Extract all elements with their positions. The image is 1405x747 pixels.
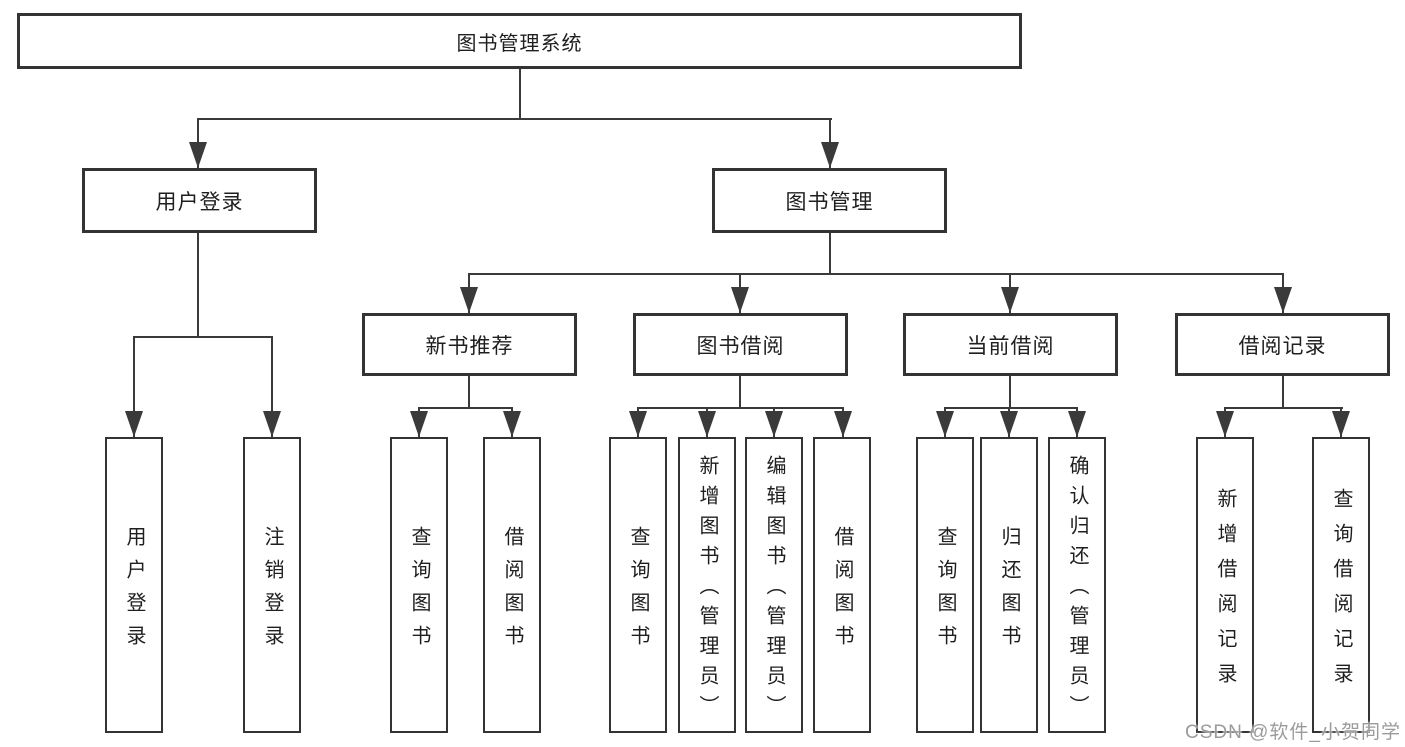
connector-line [739,376,741,408]
arrowhead-icon [410,411,428,437]
arrowhead-icon [1216,411,1234,437]
leaf-query-book-borrow: 查询图书 [609,437,667,733]
connector-line [1009,376,1011,408]
arrowhead-icon [125,411,143,437]
connector-line [519,69,521,119]
connector-line [271,336,273,437]
arrowhead-icon [1332,411,1350,437]
leaf-edit-book-admin: 编辑图书（管理员） [745,437,803,733]
arrowhead-icon [936,411,954,437]
arrowhead-icon [1001,287,1019,313]
leaf-confirm-return-admin: 确认归还（管理员） [1048,437,1106,733]
leaf-query-book-current: 查询图书 [916,437,974,733]
leaf-label: 查询图书 [408,525,430,658]
connector-line [944,407,1078,409]
leaf-logout: 注销登录 [243,437,301,733]
node-book-borrow: 图书借阅 [633,313,848,376]
arrowhead-icon [629,411,647,437]
leaf-user-login: 用户登录 [105,437,163,733]
arrowhead-icon [1274,287,1292,313]
connector-line [468,273,1284,275]
arrowhead-icon [460,287,478,313]
arrowhead-icon [263,411,281,437]
node-new-book-recommend: 新书推荐 [362,313,577,376]
node-label: 图书管理 [785,190,874,214]
node-label: 图书管理系统 [456,32,583,55]
node-user-login: 用户登录 [82,168,317,233]
arrowhead-icon [821,142,839,168]
leaf-add-borrow-record: 新增借阅记录 [1196,437,1254,733]
leaf-add-book-admin: 新增图书（管理员） [678,437,736,733]
leaf-label: 注销登录 [261,525,283,658]
leaf-label: 编辑图书（管理员） [763,455,785,725]
arrowhead-icon [503,411,521,437]
leaf-label: 新增借阅记录 [1214,487,1236,698]
node-borrow-record: 借阅记录 [1175,313,1390,376]
arrowhead-icon [1000,411,1018,437]
node-book-management: 图书管理 [712,168,947,233]
leaf-query-borrow-record: 查询借阅记录 [1312,437,1370,733]
connector-line [468,376,470,408]
arrowhead-icon [189,142,207,168]
leaf-borrow-book-recommend: 借阅图书 [483,437,541,733]
node-label: 借阅记录 [1238,334,1327,358]
connector-line [1282,376,1284,408]
leaf-borrow-book: 借阅图书 [813,437,871,733]
leaf-label: 查询图书 [934,525,956,658]
leaf-label: 新增图书（管理员） [696,455,718,725]
node-current-borrow: 当前借阅 [903,313,1118,376]
connector-line [1224,407,1343,409]
leaf-label: 查询图书 [627,525,649,658]
leaf-return-book: 归还图书 [980,437,1038,733]
leaf-query-book-recommend: 查询图书 [390,437,448,733]
leaf-label: 查询借阅记录 [1330,487,1352,698]
leaf-label: 确认归还（管理员） [1066,455,1088,725]
arrowhead-icon [765,411,783,437]
leaf-label: 归还图书 [998,525,1020,658]
connector-line [133,336,273,338]
node-system-root: 图书管理系统 [17,13,1022,69]
node-label: 用户登录 [155,190,244,214]
connector-line [197,233,199,337]
node-label: 图书借阅 [696,334,785,358]
csdn-watermark: CSDN @软件_小贺同学 [1185,722,1401,743]
connector-line [418,407,513,409]
connector-line [133,336,135,437]
connector-line [198,118,832,120]
arrowhead-icon [834,411,852,437]
node-label: 新书推荐 [425,334,514,358]
arrowhead-icon [731,287,749,313]
connector-line [829,233,831,274]
leaf-label: 借阅图书 [831,525,853,658]
leaf-label: 用户登录 [123,525,145,658]
arrowhead-icon [698,411,716,437]
arrowhead-icon [1068,411,1086,437]
node-label: 当前借阅 [966,334,1055,358]
leaf-label: 借阅图书 [501,525,523,658]
connector-line [637,407,844,409]
